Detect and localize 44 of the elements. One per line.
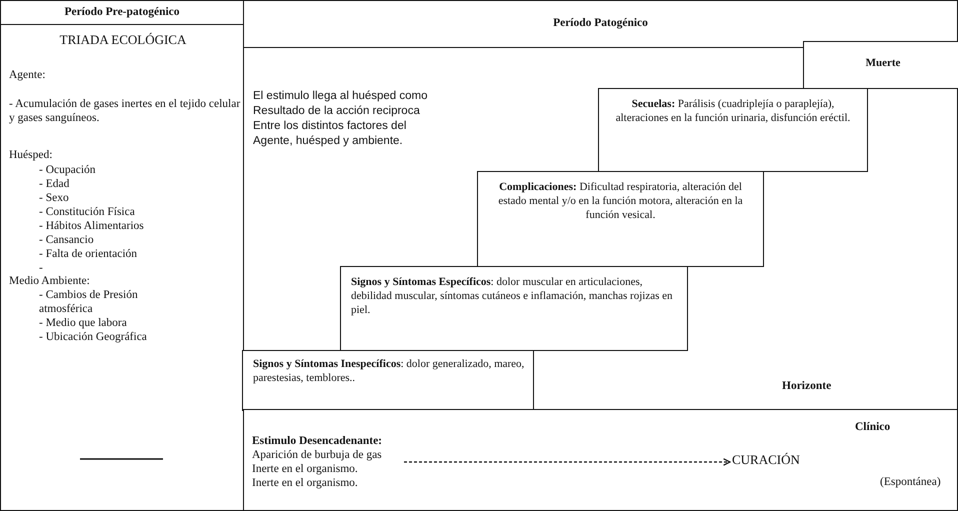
text-label: Horizonte	[782, 379, 832, 393]
stage-text: Complicaciones: Dificultad respiratoria, alteración del estado mental y/o en la función motora, alteración en la función vesical.	[497, 180, 744, 222]
paragraph: Huésped:	[9, 148, 54, 162]
panel-title: TRIADA ECOLÓGICA	[58, 33, 188, 47]
header-box	[0, 0, 244, 25]
list-item: - Ocupación	[39, 163, 97, 177]
text-line: Inerte en el organismo.	[252, 476, 359, 490]
list-item: - Edad	[39, 177, 70, 191]
dashed-arrow	[404, 458, 731, 466]
stage-text: Signos y Síntomas Específicos: dolor muscular en articulaciones, debilidad muscular, síntomas cutáneos e inflamación, manchas rojizas en piel.	[351, 275, 674, 317]
paragraph: Agente:	[9, 68, 46, 82]
stimulus-heading: Estimulo Desencadenante:	[252, 434, 384, 448]
text-line: Entre los distintos factores del	[253, 119, 408, 133]
text-line: El estimulo llega al huésped como	[253, 89, 429, 103]
text-line: Resultado de la acción reciproca	[253, 104, 421, 118]
text-line: Aparición de burbuja de gas	[252, 448, 383, 462]
stage-box	[242, 350, 534, 411]
paragraph: Medio Ambiente:	[9, 274, 91, 288]
stage-box	[340, 266, 688, 351]
stage-box	[803, 41, 958, 89]
period-title: Período Patogénico	[552, 16, 649, 30]
list-item: - Hábitos Alimentarios	[39, 219, 145, 233]
list-item: - Ubicación Geográfica	[39, 330, 148, 344]
list-item: - Cansancio	[39, 233, 95, 247]
list-item: - Sexo	[39, 191, 70, 205]
stage-text: Signos y Síntomas Inespecíficos: dolor generalizado, mareo, parestesias, temblores..	[253, 357, 525, 385]
text-label: (Espontánea)	[880, 475, 941, 489]
list-item: - Medio que labora	[39, 316, 128, 330]
text-line: Agente, huésped y ambiente.	[253, 134, 404, 148]
stage-title: Muerte	[864, 56, 902, 70]
period-title: Período Pre-patogénico	[63, 5, 181, 19]
list-item: -	[39, 261, 44, 275]
stage-box	[598, 88, 868, 172]
text-line: Inerte en el organismo.	[252, 462, 359, 476]
list-item: - Falta de orientación	[39, 247, 138, 261]
outcome-text: CURACIÓN	[732, 453, 800, 467]
stage-box	[477, 171, 764, 267]
paragraph: - Acumulación de gases inertes en el tejido celular y gases sanguíneos.	[9, 97, 242, 125]
stage-text: Secuelas: Parálisis (cuadriplejía o paraplejía), alteraciones en la función urinaria, disfunción eréctil.	[614, 97, 852, 125]
triad-panel	[0, 24, 244, 511]
list-item: - Cambios de Presión atmosférica	[39, 288, 139, 316]
list-item: - Constitución Física	[39, 205, 136, 219]
clinical-box	[243, 409, 958, 511]
text-label: Clínico	[855, 420, 890, 434]
